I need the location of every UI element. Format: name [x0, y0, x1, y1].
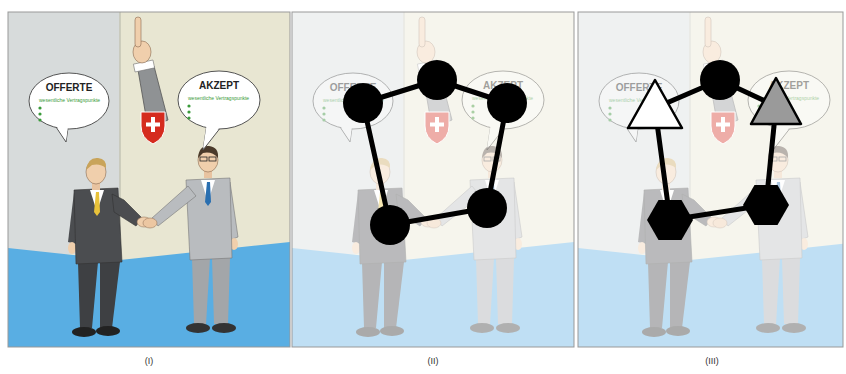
bubble-join	[54, 123, 68, 141]
speech-bubble: OFFERTE wesentliche Vertragspunkte	[598, 72, 680, 130]
bullet-point	[187, 104, 190, 107]
panel-scene	[8, 12, 290, 347]
bubble-heading: OFFERTE	[598, 82, 680, 93]
bullet-point	[757, 104, 760, 107]
bubble-join	[773, 123, 791, 149]
bullet-point	[608, 118, 611, 121]
graph-vertex	[467, 188, 507, 228]
bubble-body	[748, 71, 830, 129]
bubble-body	[462, 71, 544, 129]
hexagon-vertex	[647, 200, 693, 240]
panel-scene-faded	[292, 12, 574, 347]
white-triangle	[628, 80, 682, 128]
bullet-point	[322, 118, 325, 121]
panel-frame	[8, 12, 290, 347]
panel-frame	[292, 12, 574, 347]
bullet-point	[187, 116, 190, 119]
bubble-heading: AKZEPT	[177, 80, 261, 91]
bubble-heading: AKZEPT	[747, 80, 831, 91]
gray-triangle	[751, 78, 801, 124]
graph-vertex	[487, 83, 527, 123]
hexagon-vertex	[743, 185, 789, 225]
typed-graph	[628, 60, 801, 240]
panel-label: (I)	[119, 356, 179, 366]
bullet-point	[322, 106, 325, 109]
speech-bubble: OFFERTE wesentliche Vertragspunkte	[312, 72, 394, 130]
speech-bubble: OFFERTE wesentliche Vertragspunkte	[28, 72, 110, 130]
bubble-note: wesentliche Vertragspunkte	[758, 95, 824, 101]
panel-label: (II)	[403, 356, 463, 366]
bubble-note: wesentliche Vertragspunkte	[472, 95, 538, 101]
graph-vertex	[370, 205, 410, 245]
speech-bubble: AKZEPT wesentliche Vertragspunkte	[747, 70, 831, 130]
bullet-point	[608, 106, 611, 109]
bullet-point	[757, 116, 760, 119]
bullet-point	[757, 110, 760, 113]
bubble-join	[624, 123, 638, 141]
bubble-body	[599, 73, 679, 129]
bullet-point	[38, 118, 41, 121]
bullet-point	[608, 112, 611, 115]
bubble-heading: AKZEPT	[461, 80, 545, 91]
bubble-note: wesentliche Vertragspunkte	[323, 97, 387, 103]
panel-label: (III)	[682, 356, 742, 366]
graph-vertex	[343, 83, 383, 123]
panel-frame	[578, 12, 843, 347]
bubble-body	[178, 71, 260, 129]
bubble-heading: OFFERTE	[312, 82, 394, 93]
graph-edges	[655, 80, 776, 220]
bubble-note: wesentliche Vertragspunkte	[188, 95, 254, 101]
bubble-body	[29, 73, 109, 129]
bubble-note: wesentliche Vertragspunkte	[609, 97, 673, 103]
bubble-note: wesentliche Vertragspunkte	[39, 97, 103, 103]
speech-bubble: AKZEPT wesentliche Vertragspunkte	[461, 70, 545, 130]
bubble-heading: OFFERTE	[28, 82, 110, 93]
bullet-point	[38, 112, 41, 115]
graph-vertex	[417, 60, 457, 100]
bubble-join	[338, 123, 352, 141]
bullet-point	[322, 112, 325, 115]
bubble-join	[203, 123, 221, 149]
speech-bubble: AKZEPT wesentliche Vertragspunkte	[177, 70, 261, 130]
graph-edges	[363, 80, 507, 225]
bullet-point	[187, 110, 190, 113]
bullet-point	[471, 104, 474, 107]
panel-scene-faded	[578, 12, 843, 347]
bullet-point	[471, 116, 474, 119]
bubble-body	[313, 73, 393, 129]
pentagon-graph	[343, 60, 527, 245]
graph-vertex	[700, 60, 740, 100]
bullet-point	[38, 106, 41, 109]
bubble-join	[487, 123, 505, 149]
bullet-point	[471, 110, 474, 113]
